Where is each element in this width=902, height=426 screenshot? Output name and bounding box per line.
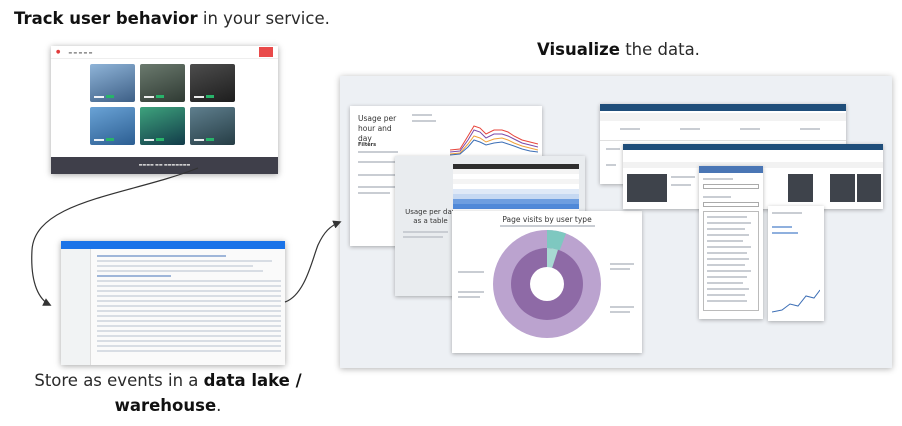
arrow-site-to-lake	[32, 168, 198, 305]
arrow-lake-to-dashboard	[285, 222, 340, 302]
